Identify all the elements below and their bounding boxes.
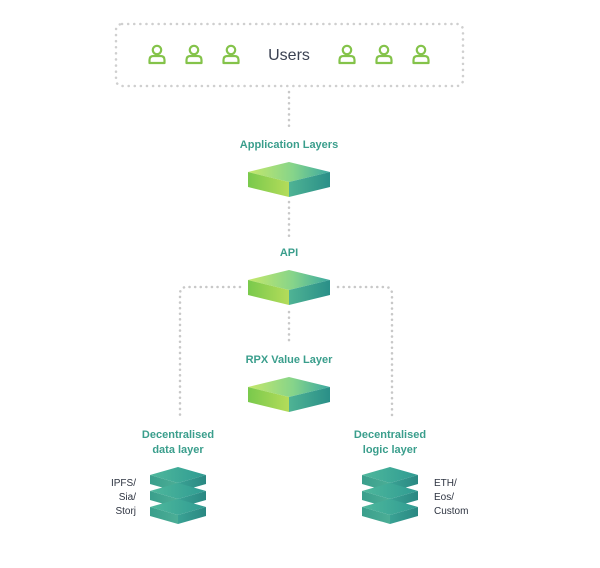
user-icon	[148, 44, 166, 65]
storage-option-sia: Sia/	[119, 492, 136, 503]
data-layer-label-line2: data layer	[152, 444, 204, 456]
user-icon	[185, 44, 203, 65]
logic-layer-label-line1: Decentralised	[354, 429, 426, 441]
user-icon	[375, 44, 393, 65]
logic-layer-label-line2: logic layer	[363, 444, 418, 456]
chain-option-custom: Custom	[434, 506, 468, 517]
stack-slab	[362, 499, 418, 524]
user-icon	[338, 44, 356, 65]
user-icon	[412, 44, 430, 65]
users-right-group	[338, 44, 430, 65]
rpx-value-layer-label: RPX Value Layer	[246, 354, 334, 366]
chain-option-eth: ETH/	[434, 478, 457, 489]
chain-option-eos: Eos/	[434, 492, 454, 503]
users-left-group	[148, 44, 240, 65]
application-layer-block	[248, 162, 330, 197]
api-label: API	[280, 247, 298, 259]
data-layer-stack	[150, 467, 206, 524]
logic-layer-stack	[362, 467, 418, 524]
connector-api-logic	[336, 285, 394, 420]
user-icon	[222, 44, 240, 65]
api-layer-block	[248, 270, 330, 305]
connector-api-data	[178, 285, 242, 420]
storage-option-storj: Storj	[115, 506, 136, 517]
rpx-value-layer-block	[248, 377, 330, 412]
data-layer-label-line1: Decentralised	[142, 429, 214, 441]
application-layers-label: Application Layers	[240, 139, 338, 151]
users-title: Users	[268, 47, 310, 64]
stack-slab	[150, 499, 206, 524]
storage-option-ipfs: IPFS/	[111, 478, 136, 489]
